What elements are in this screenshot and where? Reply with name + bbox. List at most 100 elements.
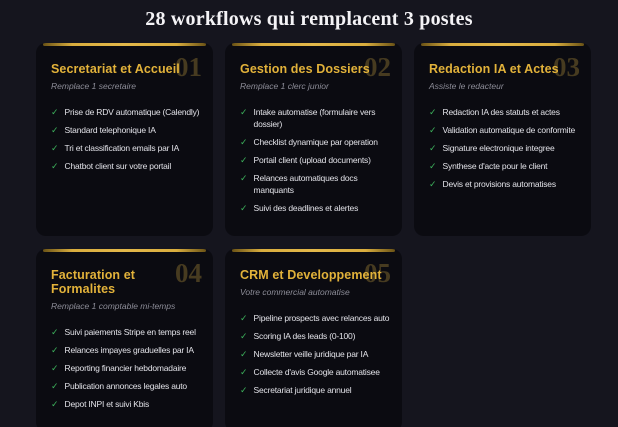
check-icon: ✓: [429, 143, 437, 153]
workflow-list-item: ✓ Validation automatique de conformite: [429, 124, 579, 136]
workflow-item-text: Reporting financier hebdomadaire: [64, 363, 187, 373]
workflow-item-text: Relances impayes graduelles par IA: [64, 345, 194, 355]
workflow-item-text: Devis et provisions automatises: [442, 179, 557, 189]
workflow-list-item: ✓ Intake automatise (formulaire vers dos…: [240, 106, 390, 130]
card-title: Redaction IA et Actes: [429, 62, 559, 76]
card-title: Facturation et Formalites: [51, 268, 136, 296]
workflow-list-item: ✓ Secretariat juridique annuel: [240, 384, 390, 396]
workflow-item-text: Redaction IA des statuts et actes: [442, 107, 560, 117]
workflow-list-item: ✓ Suivi des deadlines et alertes: [240, 202, 390, 214]
workflow-list-item: ✓ Prise de RDV automatique (Calendly): [51, 106, 201, 118]
check-icon: ✓: [429, 125, 437, 135]
card-top-accent-line: [43, 249, 206, 252]
card-number: 05: [364, 258, 391, 288]
check-icon: ✓: [240, 203, 248, 213]
check-icon: ✓: [51, 381, 59, 391]
check-icon: ✓: [51, 107, 59, 117]
workflow-list-item: ✓ Scoring IA des leads (0-100): [240, 330, 390, 342]
check-icon: ✓: [51, 125, 59, 135]
workflow-list-item: ✓ Standard telephonique IA: [51, 124, 201, 136]
workflow-item-text: Portail client (upload documents): [253, 155, 371, 165]
check-icon: ✓: [51, 345, 59, 355]
check-icon: ✓: [429, 107, 437, 117]
card-top-accent-line: [232, 249, 395, 252]
workflow-item-text: Secretariat juridique annuel: [253, 385, 352, 395]
workflow-list-item: ✓ Publication annonces legales auto: [51, 380, 201, 392]
workflow-item-text: Synthese d'acte pour le client: [442, 161, 548, 171]
workflow-list-item: ✓ Relances impayes graduelles par IA: [51, 344, 201, 356]
page-title: 28 workflows qui remplacent 3 postes: [145, 8, 473, 30]
card-title: Gestion des Dossiers: [240, 62, 370, 76]
check-icon: ✓: [240, 107, 248, 117]
check-icon: ✓: [240, 349, 248, 359]
card-subtitle: Remplace 1 comptable mi-temps: [51, 301, 176, 311]
check-icon: ✓: [51, 161, 59, 171]
workflow-list-item: ✓ Suivi paiements Stripe en temps reel: [51, 326, 201, 338]
card-subtitle: Assiste le redacteur: [429, 81, 504, 91]
workflow-card: 01 Secretariat et Accueil Remplace 1 sec…: [36, 43, 213, 236]
workflow-list-item: ✓ Devis et provisions automatises: [429, 178, 579, 190]
card-top-accent-line: [421, 43, 584, 46]
workflow-list-item: ✓ Synthese d'acte pour le client: [429, 160, 579, 172]
card-top-accent-line: [232, 43, 395, 46]
check-icon: ✓: [51, 143, 59, 153]
workflow-item-text: Tri et classification emails par IA: [64, 143, 180, 153]
workflow-item-text: Publication annonces legales auto: [64, 381, 188, 391]
check-icon: ✓: [51, 363, 59, 373]
workflow-card: 05 CRM et Developpement Votre commercial…: [225, 249, 402, 427]
card-subtitle: Remplace 1 clerc junior: [240, 81, 329, 91]
workflow-list-item: ✓ Pipeline prospects avec relances auto: [240, 312, 390, 324]
check-icon: ✓: [240, 367, 248, 377]
card-items-list: ✓ Redaction IA des statuts et actes ✓ Va…: [429, 106, 579, 190]
workflow-item-text: Intake automatise (formulaire vers dossi…: [253, 107, 376, 129]
card-number: 03: [553, 52, 580, 82]
check-icon: ✓: [429, 179, 437, 189]
workflow-item-text: Collecte d'avis Google automatisee: [253, 367, 380, 377]
card-items-list: ✓ Suivi paiements Stripe en temps reel ✓…: [51, 326, 201, 410]
workflow-cards-grid: 01 Secretariat et Accueil Remplace 1 sec…: [36, 43, 591, 427]
workflow-list-item: ✓ Signature electronique integree: [429, 142, 579, 154]
card-number: 04: [175, 258, 202, 288]
workflow-item-text: Pipeline prospects avec relances auto: [253, 313, 390, 323]
check-icon: ✓: [429, 161, 437, 171]
check-icon: ✓: [240, 313, 248, 323]
card-title: CRM et Developpement: [240, 268, 382, 282]
workflow-item-text: Standard telephonique IA: [64, 125, 156, 135]
check-icon: ✓: [240, 173, 248, 183]
card-items-list: ✓ Pipeline prospects avec relances auto …: [240, 312, 390, 396]
workflow-list-item: ✓ Checklist dynamique par operation: [240, 136, 390, 148]
workflow-item-text: Chatbot client sur votre portail: [64, 161, 172, 171]
workflow-item-text: Newsletter veille juridique par IA: [253, 349, 369, 359]
workflow-list-item: ✓ Collecte d'avis Google automatisee: [240, 366, 390, 378]
check-icon: ✓: [51, 399, 59, 409]
workflow-list-item: ✓ Tri et classification emails par IA: [51, 142, 201, 154]
workflow-item-text: Relances automatiques docs manquants: [253, 173, 358, 195]
check-icon: ✓: [240, 137, 248, 147]
check-icon: ✓: [240, 385, 248, 395]
workflow-item-text: Signature electronique integree: [442, 143, 555, 153]
workflow-item-text: Depot INPI et suivi Kbis: [64, 399, 150, 409]
card-number: 01: [175, 52, 202, 82]
workflow-card: 03 Redaction IA et Actes Assiste le reda…: [414, 43, 591, 236]
workflow-item-text: Validation automatique de conformite: [442, 125, 576, 135]
workflow-card: 04 Facturation et Formalites Remplace 1 …: [36, 249, 213, 427]
card-title: Secretariat et Accueil: [51, 62, 180, 76]
workflow-item-text: Prise de RDV automatique (Calendly): [64, 107, 200, 117]
card-top-accent-line: [43, 43, 206, 46]
check-icon: ✓: [240, 155, 248, 165]
workflow-item-text: Checklist dynamique par operation: [253, 137, 378, 147]
card-items-list: ✓ Intake automatise (formulaire vers dos…: [240, 106, 390, 214]
workflow-card: 02 Gestion des Dossiers Remplace 1 clerc…: [225, 43, 402, 236]
card-number: 02: [364, 52, 391, 82]
card-items-list: ✓ Prise de RDV automatique (Calendly) ✓ …: [51, 106, 201, 172]
workflow-item-text: Scoring IA des leads (0-100): [253, 331, 356, 341]
workflow-list-item: ✓ Reporting financier hebdomadaire: [51, 362, 201, 374]
workflow-list-item: ✓ Chatbot client sur votre portail: [51, 160, 201, 172]
workflow-list-item: ✓ Portail client (upload documents): [240, 154, 390, 166]
workflow-list-item: ✓ Depot INPI et suivi Kbis: [51, 398, 201, 410]
workflow-list-item: ✓ Relances automatiques docs manquants: [240, 172, 390, 196]
check-icon: ✓: [51, 327, 59, 337]
card-subtitle: Remplace 1 secretaire: [51, 81, 137, 91]
card-subtitle: Votre commercial automatise: [240, 287, 350, 297]
workflow-list-item: ✓ Redaction IA des statuts et actes: [429, 106, 579, 118]
